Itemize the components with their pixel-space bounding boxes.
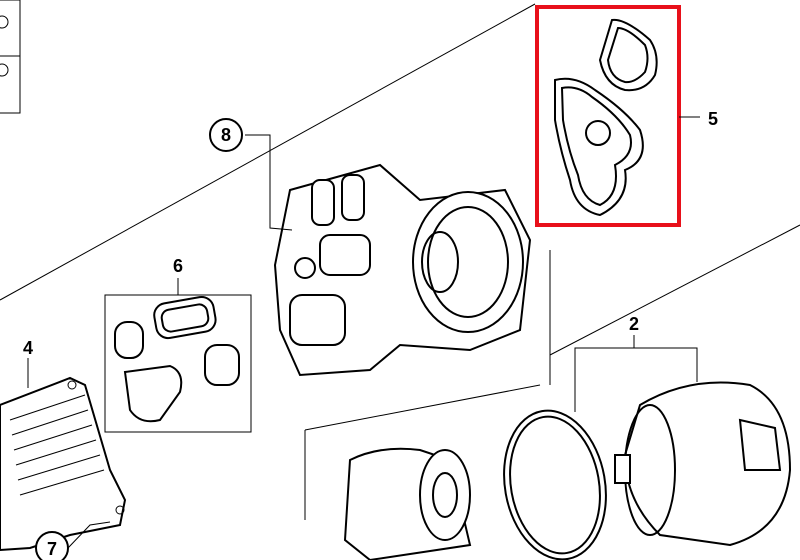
callout-7: 7 — [47, 539, 57, 559]
part-5-gasket-set[interactable] — [554, 18, 658, 217]
part-4-oil-cooler[interactable] — [0, 376, 127, 552]
callout-4: 4 — [23, 338, 33, 358]
part-2-filter-cap[interactable] — [614, 381, 792, 547]
callout-7-circle — [35, 531, 69, 560]
perspective-lines — [0, 3, 800, 520]
part-2-o-ring[interactable] — [493, 402, 618, 560]
part-6-gaskets[interactable] — [114, 295, 240, 423]
part-6-box — [104, 294, 252, 433]
callout-5: 5 — [708, 109, 718, 129]
part-8-oil-filter-housing[interactable] — [273, 163, 532, 377]
callout-2: 2 — [629, 314, 639, 334]
callout-8-circle — [209, 118, 243, 152]
leader-8 — [245, 134, 293, 231]
callout-8: 8 — [221, 125, 231, 145]
legend-box-fragment — [0, 0, 21, 114]
callout-6: 6 — [173, 256, 183, 276]
leader-2-bracket — [574, 347, 698, 412]
leader-7 — [67, 521, 111, 549]
selection-highlight-box — [535, 5, 681, 227]
part-2-filter-element[interactable] — [343, 447, 472, 560]
